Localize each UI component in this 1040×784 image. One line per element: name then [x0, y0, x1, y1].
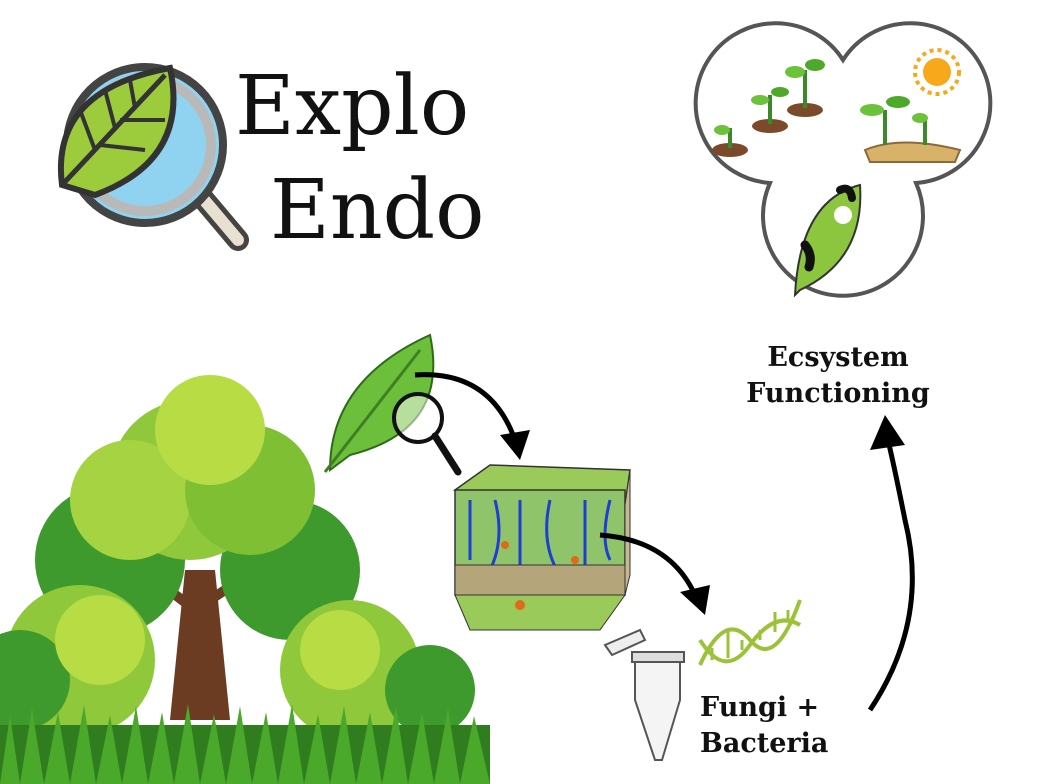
- grass: [0, 704, 490, 784]
- leaf-cross-section-icon: [452, 464, 631, 631]
- microbes-label: Fungi + Bacteria: [700, 690, 828, 762]
- arrow-section-to-dna: [599, 532, 698, 597]
- arrowheads: [500, 415, 905, 615]
- logo-title-line1: Explo: [235, 59, 470, 154]
- eaten-leaf-caterpillar-icon: [793, 183, 862, 298]
- leaf-sample-icon: [323, 333, 462, 476]
- logo-title-line2: Endo: [270, 163, 485, 258]
- ecosystem-label-line2: Functioning: [746, 378, 930, 409]
- seedlings-icon: [712, 59, 825, 157]
- ecosystem-label-line1: Ecsystem: [767, 342, 909, 373]
- arrow-leaf-to-section: [414, 372, 518, 441]
- microbes-label-line1: Fungi +: [700, 692, 820, 723]
- tree-illustration: [0, 375, 475, 740]
- arrow-to-ecosystem: [867, 439, 915, 712]
- arrows: [414, 372, 915, 712]
- microcentrifuge-tube-icon: [603, 628, 685, 761]
- ecosystem-label: Ecsystem Functioning: [700, 340, 976, 412]
- ecosystem-trefoil: [693, 21, 993, 298]
- logo-leaf-icon: [57, 64, 177, 199]
- microbes-label-line2: Bacteria: [700, 728, 829, 759]
- dna-icon: [698, 599, 802, 666]
- sun-drought-icon: [860, 48, 962, 163]
